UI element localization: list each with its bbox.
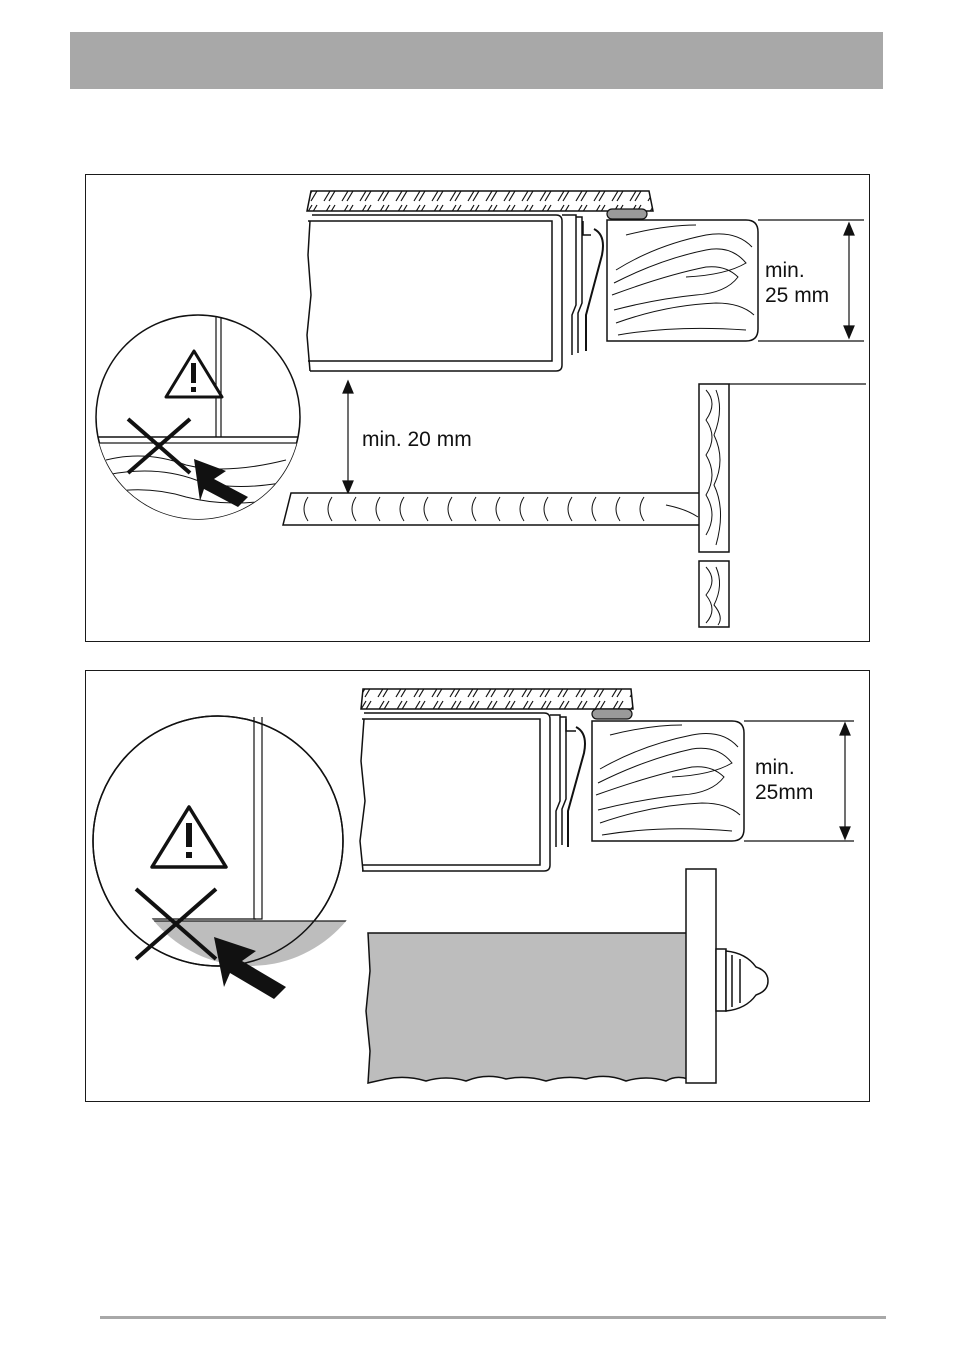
figure-panel-2: min. 25mm xyxy=(85,670,870,1102)
warning-inset xyxy=(96,315,306,523)
cabinet-side xyxy=(699,384,866,627)
hob-body xyxy=(307,215,591,371)
hob-top-plate xyxy=(307,191,653,211)
clearance-label: min. 20 mm xyxy=(362,427,472,452)
hob-top-plate xyxy=(361,689,633,709)
spring-clip xyxy=(568,727,585,847)
installation-diagram-1 xyxy=(86,175,871,643)
worktop-min-label-line1: min. xyxy=(765,258,805,283)
figure-panel-1: min. 25 mm min. 20 mm xyxy=(85,174,870,642)
knob-icon xyxy=(716,949,768,1011)
warning-inset xyxy=(86,716,386,1021)
seal xyxy=(607,209,647,219)
header-bar xyxy=(70,32,883,89)
clearance-dimension xyxy=(343,381,353,493)
worktop-min-label-line2: 25mm xyxy=(755,780,813,805)
installation-diagram-2 xyxy=(86,671,871,1103)
seal xyxy=(592,709,632,719)
footer-rule xyxy=(100,1316,886,1319)
hob-body xyxy=(360,713,576,871)
shelf-board xyxy=(283,493,701,525)
spring-clip xyxy=(586,229,603,351)
worktop xyxy=(592,721,744,841)
worktop-min-label-line1: min. xyxy=(755,755,795,780)
worktop xyxy=(607,220,758,341)
worktop-min-label-line2: 25 mm xyxy=(765,283,829,308)
drawer xyxy=(366,869,716,1083)
